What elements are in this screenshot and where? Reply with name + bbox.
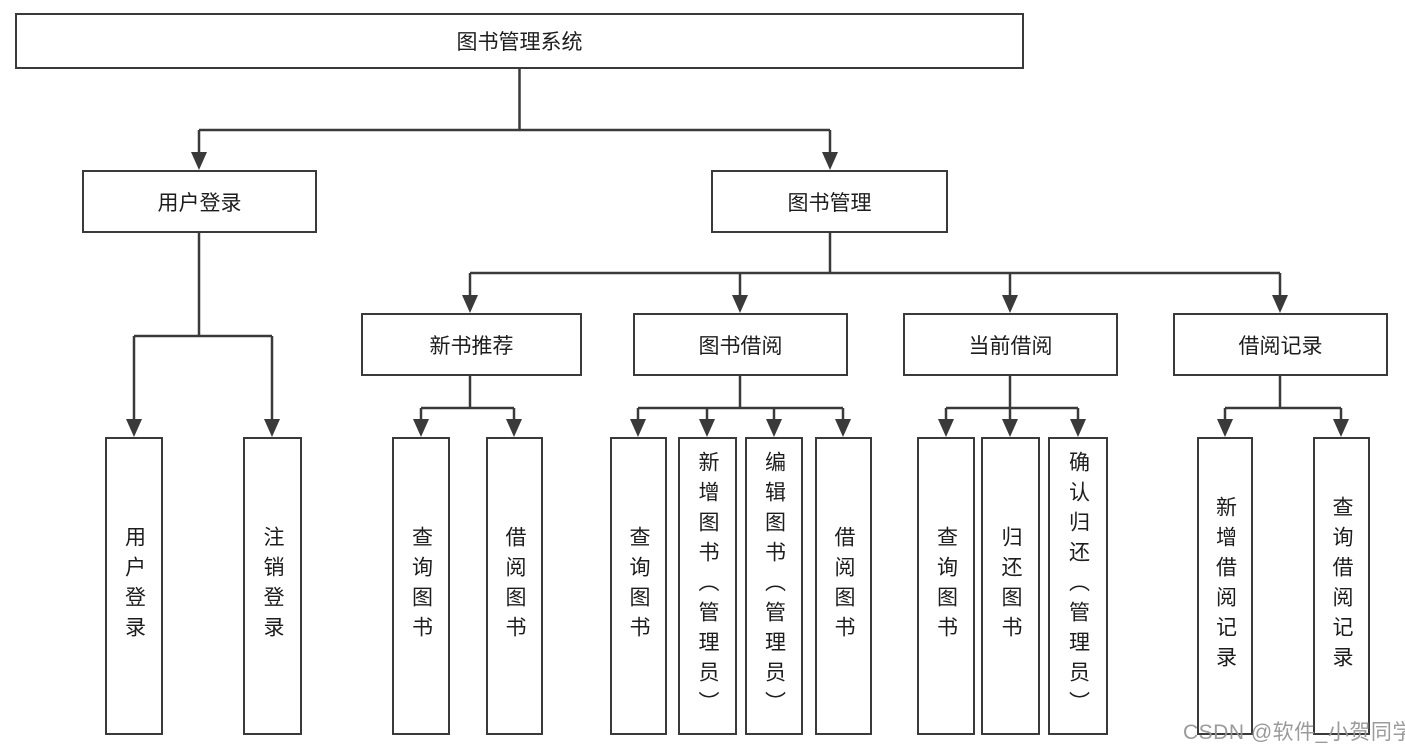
leaf-logout: 注销登录 [243,437,302,735]
node-label: 图书借阅 [698,334,783,358]
leaf-nbr-borrow-books: 借阅图书 [486,437,543,735]
node-label: 用户登录 [157,191,242,215]
leaf-label: 查询图书 [409,526,433,646]
leaf-br-add-record: 新增借阅记录 [1197,437,1253,735]
leaf-user-login: 用户登录 [105,437,163,735]
leaf-label: 归还图书 [999,526,1022,646]
leaf-label: 新增图书（管理员） [696,451,719,721]
leaf-bb-edit-books-admin: 编辑图书（管理员） [745,437,803,735]
watermark: CSDN @软件_小贺同学 [1183,721,1405,744]
leaf-br-query-record: 查询借阅记录 [1313,437,1370,735]
node-user-login: 用户登录 [82,170,317,233]
leaf-label: 借阅图书 [503,526,526,646]
leaf-label: 编辑图书（管理员） [762,451,786,721]
leaf-bb-query-books: 查询图书 [610,437,667,735]
leaf-nbr-query-books: 查询图书 [392,437,450,735]
leaf-cb-query-books: 查询图书 [917,437,975,735]
leaf-label: 查询图书 [627,526,650,646]
node-label: 新书推荐 [429,334,514,358]
node-label: 图书管理 [787,191,872,215]
leaf-bb-borrow-books: 借阅图书 [815,437,872,735]
node-borrow-records: 借阅记录 [1173,313,1388,376]
node-label: 图书管理系统 [456,31,583,54]
leaf-cb-return-books: 归还图书 [981,437,1040,735]
leaf-label: 查询借阅记录 [1330,496,1353,676]
node-root: 图书管理系统 [15,13,1024,69]
node-book-borrow: 图书借阅 [633,313,848,376]
leaf-bb-add-books-admin: 新增图书（管理员） [678,437,737,735]
node-new-book-recommend: 新书推荐 [361,313,582,376]
leaf-label: 用户登录 [122,526,146,646]
leaf-label: 注销登录 [261,526,284,646]
node-book-management: 图书管理 [711,170,948,233]
node-current-borrow: 当前借阅 [903,313,1118,376]
node-label: 借阅记录 [1238,334,1323,358]
leaf-cb-confirm-return-admin: 确认归还（管理员） [1048,437,1108,735]
leaf-label: 新增借阅记录 [1213,496,1237,676]
leaf-label: 查询图书 [934,526,958,646]
connector-segments [132,69,1343,433]
leaf-label: 确认归还（管理员） [1066,451,1090,721]
leaf-label: 借阅图书 [832,526,855,646]
node-label: 当前借阅 [968,334,1053,358]
